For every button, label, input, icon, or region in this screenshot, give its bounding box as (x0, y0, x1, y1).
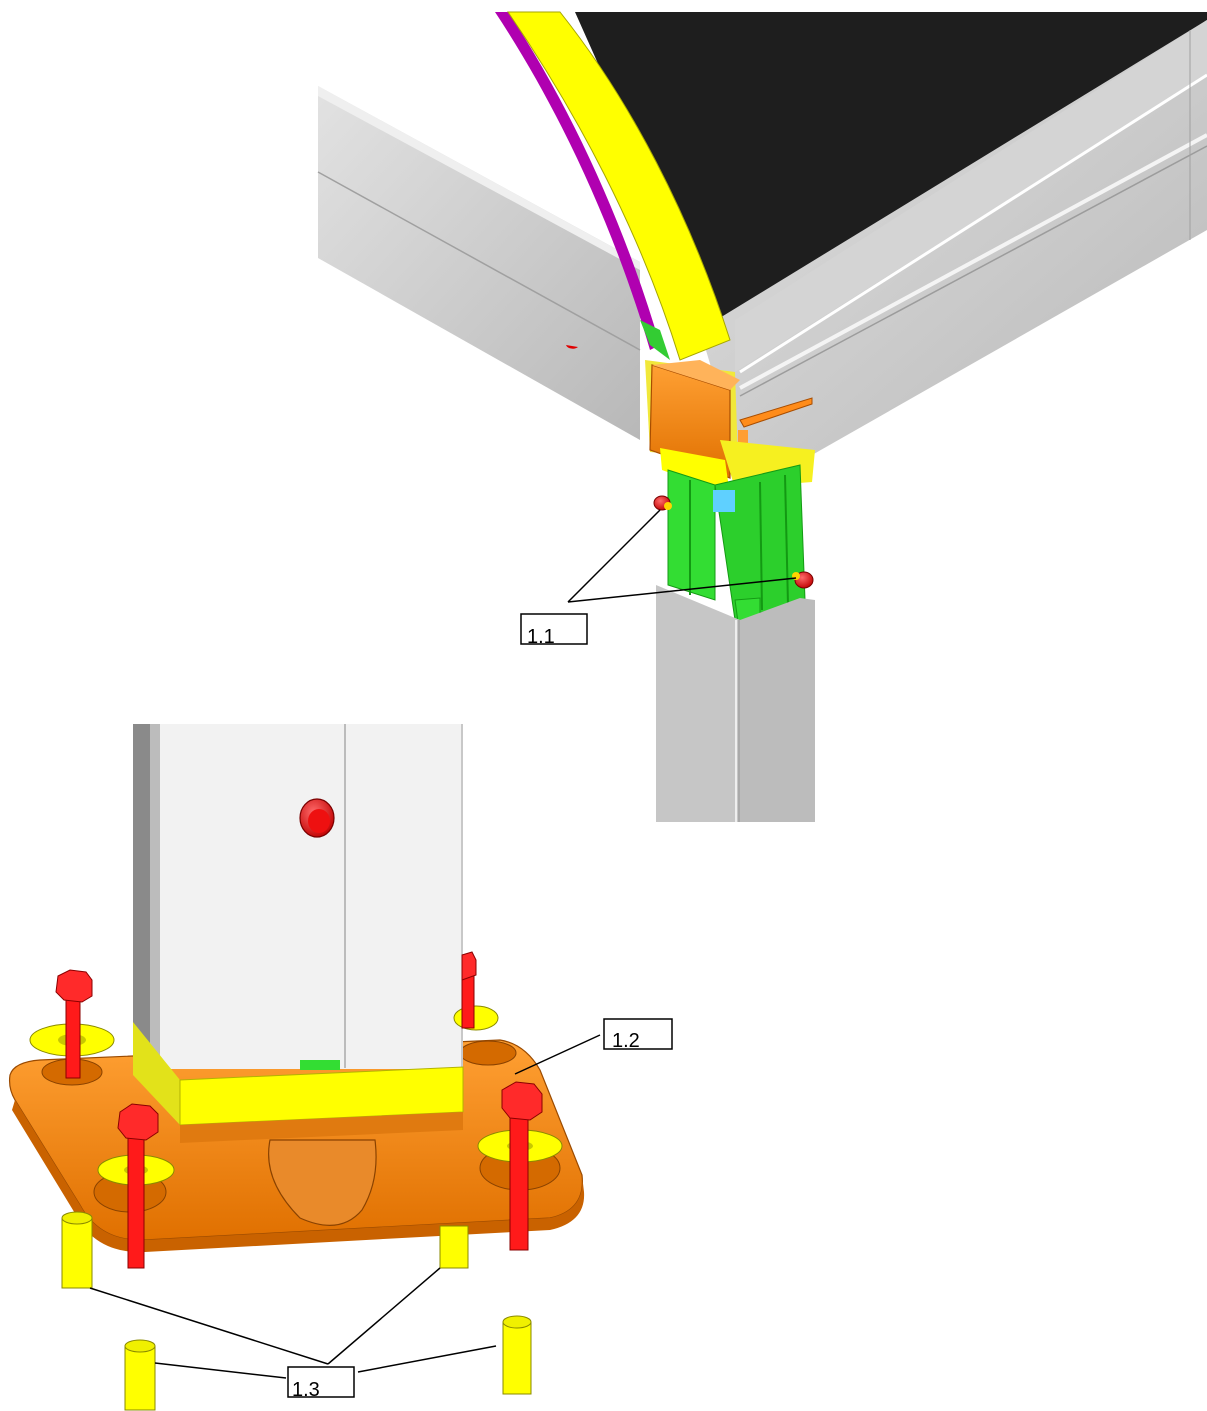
vertical-post (656, 585, 815, 822)
bolt-back-left (29, 969, 115, 1079)
spacer-tube-4 (502, 1315, 532, 1395)
bolt-back-right (453, 951, 499, 1031)
left-beam-hole (566, 345, 578, 349)
callout-label-1-1: 1.1 (527, 626, 555, 648)
leader-line-1-3-a (89, 1287, 329, 1365)
dark-panel (575, 12, 1207, 350)
leader-line-1-2 (514, 1034, 601, 1075)
callout-box-1-1 (520, 613, 588, 645)
leader-line-1-3-c (154, 1362, 287, 1379)
leader-line-1-1-a (567, 509, 661, 603)
corner-assembly: 1.1 (317, 11, 1207, 822)
right-beam (700, 20, 1207, 455)
callout-box-1-3 (287, 1366, 355, 1398)
leader-line-1-3-d (357, 1345, 497, 1373)
bolt-front-right (477, 1081, 563, 1251)
spacer-tube-1 (61, 1211, 93, 1289)
callout-label-1-3: 1.3 (292, 1379, 320, 1401)
bolt-front-left (97, 1103, 175, 1269)
red-pin-lower (792, 571, 814, 589)
callout-label-1-2: 1.2 (612, 1030, 640, 1052)
corner-connector (645, 360, 815, 495)
base-post (133, 724, 464, 1143)
leader-line-1-1-b (567, 577, 797, 603)
red-pin-upper (653, 495, 672, 511)
spacer-tube-2 (439, 1225, 469, 1269)
arch-rib (495, 11, 731, 361)
leader-line-1-3-b (327, 1267, 441, 1365)
base-assembly: 1.2 1.3 (8, 724, 673, 1411)
left-beam (317, 86, 641, 440)
spacer-tube-3 (124, 1339, 156, 1411)
callout-box-1-2 (603, 1018, 673, 1050)
green-bracket (667, 464, 806, 623)
